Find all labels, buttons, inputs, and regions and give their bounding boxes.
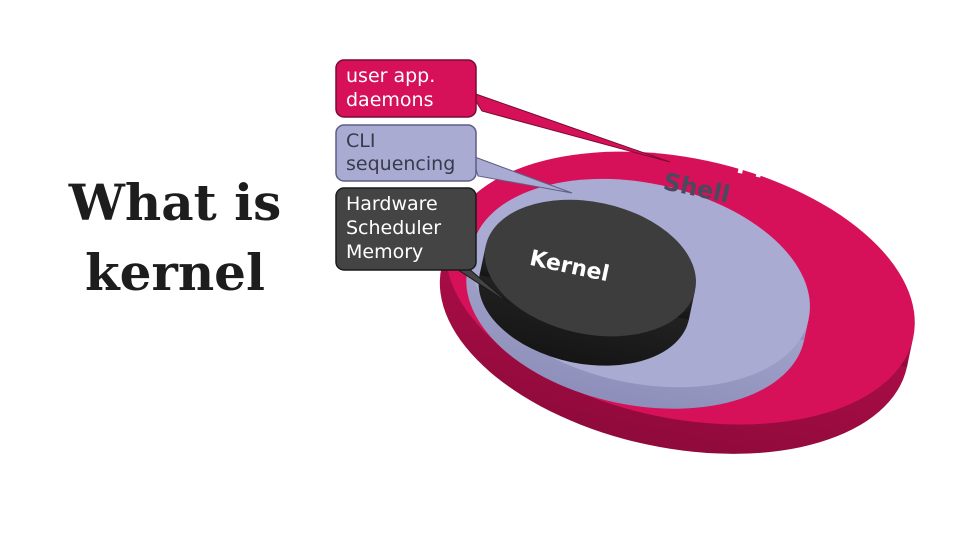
callout-application-line-2: daemons bbox=[346, 89, 433, 111]
callout-application-box bbox=[335, 59, 477, 118]
callout-application: user app. daemons bbox=[335, 59, 671, 163]
callout-kernel-line-1: Hardware bbox=[346, 193, 438, 215]
page-title: What is kernel bbox=[40, 168, 310, 308]
callout-shell-line-1: CLI bbox=[346, 130, 375, 152]
callout-kernel-box bbox=[335, 187, 477, 271]
callout-kernel-line-3: Memory bbox=[346, 241, 423, 263]
kernel-layer: Kernel bbox=[478, 199, 696, 366]
svg-text:user app. daemons: user app. daemons bbox=[346, 65, 441, 111]
callout-shell-line-2: sequencing bbox=[346, 153, 455, 175]
title-line-2: kernel bbox=[85, 243, 265, 302]
callout-application-line-1: user app. bbox=[346, 65, 435, 87]
callout-kernel-line-2: Scheduler bbox=[346, 217, 441, 239]
title-line-1: What is bbox=[68, 173, 282, 232]
kernel-disc-top bbox=[484, 199, 696, 337]
callout-kernel: Hardware Scheduler Memory bbox=[335, 187, 511, 305]
callout-shell-box bbox=[335, 124, 477, 182]
callout-shell: CLI sequencing bbox=[335, 124, 573, 194]
svg-text:CLI sequencing: CLI sequencing bbox=[346, 130, 455, 175]
callout-application-pointer bbox=[468, 91, 671, 163]
svg-text:Hardware Scheduler: Hardware Scheduler Memory bbox=[346, 193, 447, 263]
